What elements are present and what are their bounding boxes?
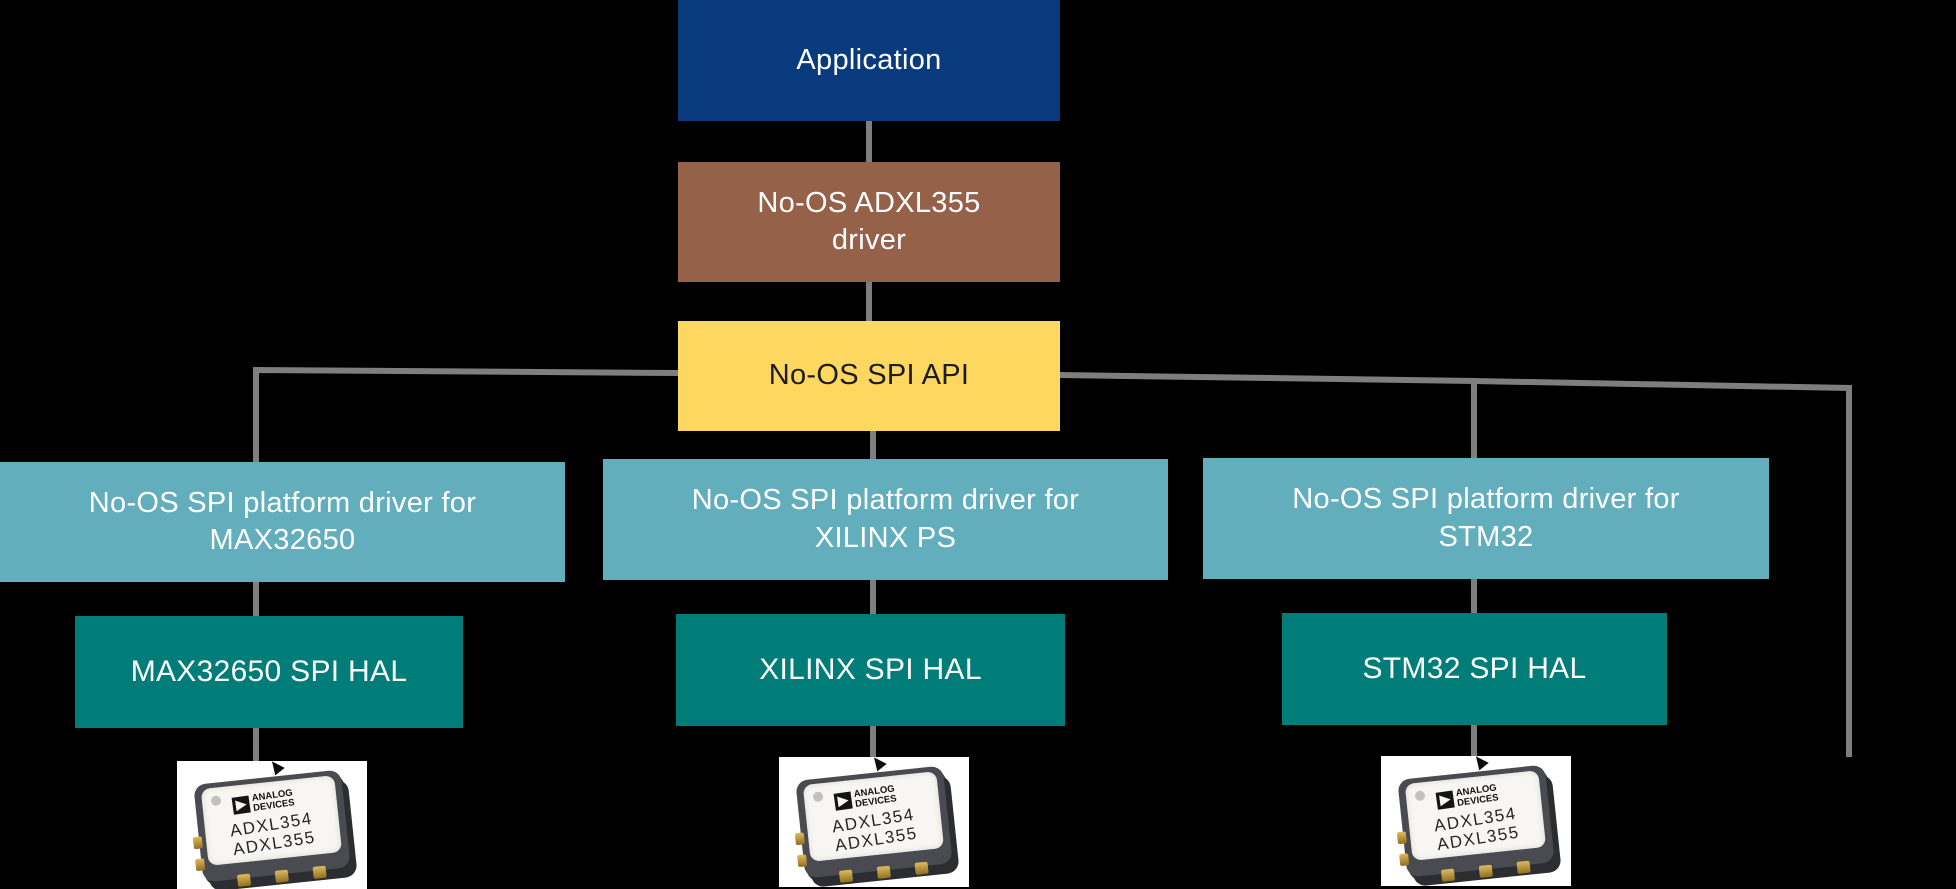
platform-stm32-line2: STM32 — [1438, 520, 1534, 553]
chip-label-face: ANALOG DEVICES ADXL354 ADXL355 — [1404, 770, 1547, 861]
node-adxl-driver-line1: No-OS ADXL355 — [757, 186, 981, 219]
chip-pin — [236, 873, 252, 887]
adi-triangle-logo-icon — [833, 791, 853, 811]
chip-pin — [1399, 853, 1410, 867]
node-no-os-adxl355-driver: No-OS ADXL355 driver — [678, 162, 1060, 282]
node-spi-api-label: No-OS SPI API — [768, 359, 970, 392]
hal-max32650-label: MAX32650 SPI HAL — [130, 654, 408, 688]
hal-stm32-label: STM32 SPI HAL — [1362, 651, 1587, 685]
chip-pin — [1396, 831, 1407, 845]
chip-package: ANALOG DEVICES ADXL354 ADXL355 — [192, 769, 351, 887]
chip-label-face: ANALOG DEVICES ADXL354 ADXL355 — [200, 775, 343, 866]
chip-pin1-dot — [210, 795, 222, 807]
platform-stm32-line1: No-OS SPI platform driver for — [1292, 483, 1680, 516]
node-max32650-spi-hal: MAX32650 SPI HAL — [75, 616, 463, 728]
chip-pin1-dot — [812, 791, 824, 803]
chip-pin — [876, 865, 891, 879]
adi-triangle-logo-icon — [1435, 790, 1455, 810]
chip-pin — [797, 854, 808, 868]
hal-xilinx-label: XILINX SPI HAL — [759, 652, 982, 686]
connector-arrowhead-icon — [1471, 756, 1489, 771]
connector-arrowhead-icon — [869, 757, 887, 772]
adxl355-chip-photo-max32650: ANALOG DEVICES ADXL354 ADXL355 — [177, 761, 367, 889]
platform-xilinx-line1: No-OS SPI platform driver for — [691, 484, 1080, 517]
platform-xilinx-line2: XILINX PS — [814, 521, 957, 554]
chip-pin — [914, 861, 929, 875]
adxl355-chip-photo-xilinx: ANALOG DEVICES ADXL354 ADXL355 — [779, 757, 969, 887]
chip-pin — [1478, 864, 1493, 878]
platform-max32650-line2: MAX32650 — [209, 524, 356, 556]
chip-pin — [312, 865, 327, 879]
chip-pin — [794, 832, 805, 846]
node-platform-driver-max32650: No-OS SPI platform driver for MAX32650 — [0, 462, 565, 582]
node-adxl-driver-line2: driver — [831, 224, 907, 256]
node-stm32-spi-hal: STM32 SPI HAL — [1282, 613, 1667, 725]
adi-triangle-logo-icon — [231, 795, 251, 815]
chip-pin — [195, 858, 206, 872]
chip-pin — [192, 836, 203, 850]
chip-package: ANALOG DEVICES ADXL354 ADXL355 — [1396, 764, 1555, 882]
chip-pin — [838, 869, 854, 883]
chip-pin — [274, 869, 289, 883]
adxl355-chip-photo-stm32: ANALOG DEVICES ADXL354 ADXL355 — [1381, 756, 1571, 886]
chip-label-face: ANALOG DEVICES ADXL354 ADXL355 — [802, 771, 945, 862]
chip-pin — [1440, 868, 1456, 882]
node-platform-driver-stm32: No-OS SPI platform driver for STM32 — [1203, 458, 1769, 579]
node-application: Application — [678, 0, 1060, 121]
chip-pin — [1516, 860, 1531, 874]
node-no-os-spi-api: No-OS SPI API — [678, 321, 1060, 431]
chip-package: ANALOG DEVICES ADXL354 ADXL355 — [794, 765, 953, 883]
node-xilinx-spi-hal: XILINX SPI HAL — [676, 614, 1065, 726]
chip-pin1-dot — [1414, 790, 1426, 802]
node-platform-driver-xilinx-ps: No-OS SPI platform driver for XILINX PS — [603, 459, 1168, 580]
connector-arrowhead-icon — [267, 761, 285, 776]
platform-max32650-line1: No-OS SPI platform driver for — [88, 486, 477, 519]
node-application-label: Application — [796, 43, 942, 76]
